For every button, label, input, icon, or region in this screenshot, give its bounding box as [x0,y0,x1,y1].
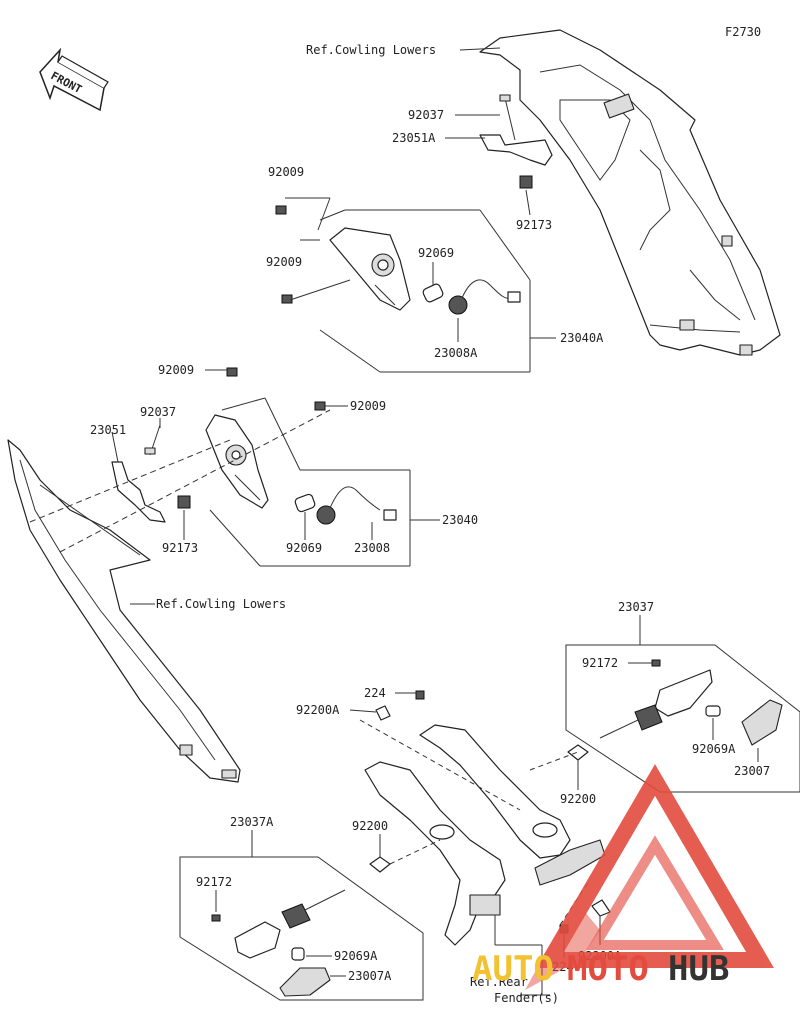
nut-92173-top [519,175,533,189]
label-23008: 23008 [354,541,390,555]
cowling-lower-left [7,439,241,783]
label-92069-top: 92069 [418,246,454,260]
label-92009-c: 92009 [158,363,194,377]
bulb-92069-mid [294,493,316,513]
label-ref-cowling-lowers-top: Ref.Cowling Lowers [306,43,436,57]
lens-23007 [741,699,783,746]
screw-92009-a [275,205,287,215]
label-224-top: 224 [364,686,386,700]
bolt-92037-mid [144,424,161,456]
bulb-92069-top [422,283,444,303]
screw-92009-d [314,401,326,411]
socket-23008A [448,279,521,315]
grommet-92200-right [567,744,589,761]
label-92037-top: 92037 [408,108,444,122]
label-23040: 23040 [442,513,478,527]
screw-92009-b [281,294,293,304]
screw-92172-left [211,914,221,922]
label-23040A: 23040A [560,331,604,345]
label-ref-rear-fender-2: Fender(s) [494,991,559,1005]
nut-92173-mid [177,495,191,509]
label-23037A: 23037A [230,815,274,829]
group-box-23037A [179,856,424,1001]
label-92009-b: 92009 [266,255,302,269]
label-ref-cowling-lowers-left: Ref.Cowling Lowers [156,597,286,611]
label-92069-mid: 92069 [286,541,322,555]
plate-92200A-top [375,705,391,721]
nut-224-top [415,690,425,700]
label-23051: 23051 [90,423,126,437]
group-box-23037 [565,644,800,793]
watermark-part-hub: HUB [668,949,729,989]
label-92009-a: 92009 [268,165,304,179]
cowling-lower-right [479,29,781,356]
front-arrow-icon: FRONT [39,47,109,112]
label-92200A-top: 92200A [296,703,340,717]
label-23007A: 23007A [348,969,392,983]
watermark-part-auto: AUTO [472,949,554,989]
label-23007: 23007 [734,764,770,778]
bulb-92069A-left [291,947,305,961]
turn-signal-housing-23040 [205,414,269,509]
label-92172-right: 92172 [582,656,618,670]
bulb-92069A-right [705,705,721,717]
watermark-logo [525,764,774,990]
label-92009-d: 92009 [350,399,386,413]
label-92069A-right: 92069A [692,742,736,756]
label-ref-rear-fender-1: Ref.Rear [470,975,528,989]
label-23008A: 23008A [434,346,478,360]
lens-23007A [279,967,331,997]
label-92037-mid: 92037 [140,405,176,419]
label-92173-mid: 92173 [162,541,198,555]
bolt-92037-top [499,94,516,141]
label-92173-top: 92173 [516,218,552,232]
bracket-23051 [111,461,166,523]
rear-fender-bracket [364,724,606,946]
figure-code: F2730 [725,25,761,39]
rear-turn-signal-23037A [234,889,346,959]
screw-92009-c [226,367,238,377]
label-92069A-left: 92069A [334,949,378,963]
rear-turn-signal-23037 [599,669,713,739]
label-23051A: 23051A [392,131,436,145]
label-92200-right: 92200 [560,792,596,806]
turn-signal-housing-23040A [329,227,411,311]
label-92200-left: 92200 [352,819,388,833]
plate-92200A-bottom [591,899,611,917]
label-23037: 23037 [618,600,654,614]
watermark-part-moto: MOTO [567,949,649,989]
bracket-23051A [479,134,553,166]
label-92172-left: 92172 [196,875,232,889]
grommet-92200-left [369,856,391,873]
screw-92172-right [651,659,661,667]
socket-23008 [316,486,397,525]
